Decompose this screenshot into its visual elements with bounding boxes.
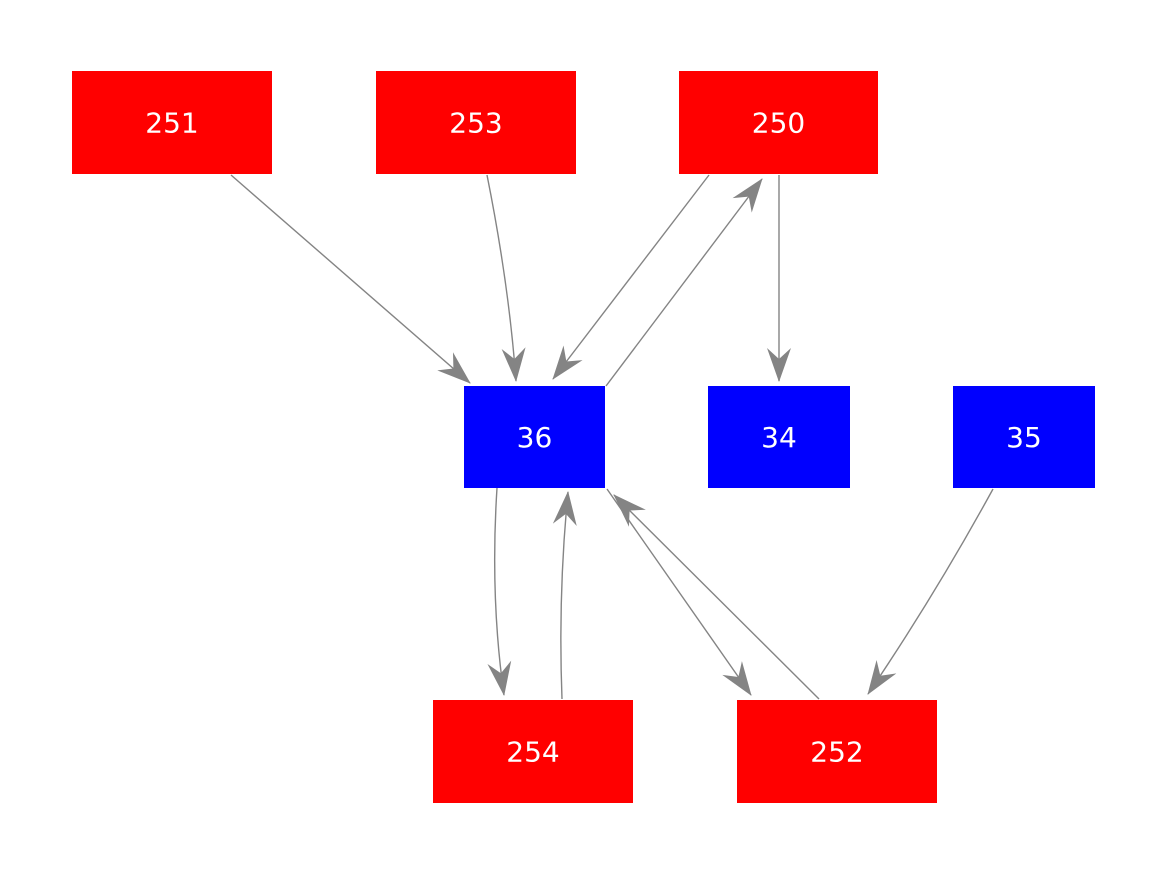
edge-251-to-36 — [230, 174, 471, 384]
edge-36-to-254 — [487, 487, 512, 696]
graph-node-250[interactable]: 250 — [679, 71, 878, 174]
graph-node-35[interactable]: 35 — [953, 386, 1095, 488]
edge-250-to-36 — [552, 174, 710, 380]
edge-253-to-36 — [486, 174, 526, 382]
graph-node-251[interactable]: 251 — [72, 71, 272, 174]
graph-node-254[interactable]: 254 — [433, 700, 633, 803]
node-rect-250[interactable] — [679, 71, 878, 174]
edge-layer — [230, 174, 994, 700]
node-rect-253[interactable] — [376, 71, 576, 174]
node-rect-251[interactable] — [72, 71, 272, 174]
node-layer: 251 253 250 36 34 35 254 252 — [72, 71, 1095, 803]
node-rect-34[interactable] — [708, 386, 850, 488]
node-rect-36[interactable] — [464, 386, 605, 488]
edge-35-to-252 — [867, 488, 994, 695]
node-rect-254[interactable] — [433, 700, 633, 803]
graph-node-36[interactable]: 36 — [464, 386, 605, 488]
node-rect-35[interactable] — [953, 386, 1095, 488]
edge-36-to-252 — [606, 488, 752, 696]
edge-36-to-250 — [605, 178, 763, 387]
node-rect-252[interactable] — [737, 700, 937, 803]
edge-252-to-36 — [613, 494, 820, 700]
edge-254-to-36 — [552, 491, 577, 700]
graph-node-253[interactable]: 253 — [376, 71, 576, 174]
graph-node-34[interactable]: 34 — [708, 386, 850, 488]
graph-node-252[interactable]: 252 — [737, 700, 937, 803]
